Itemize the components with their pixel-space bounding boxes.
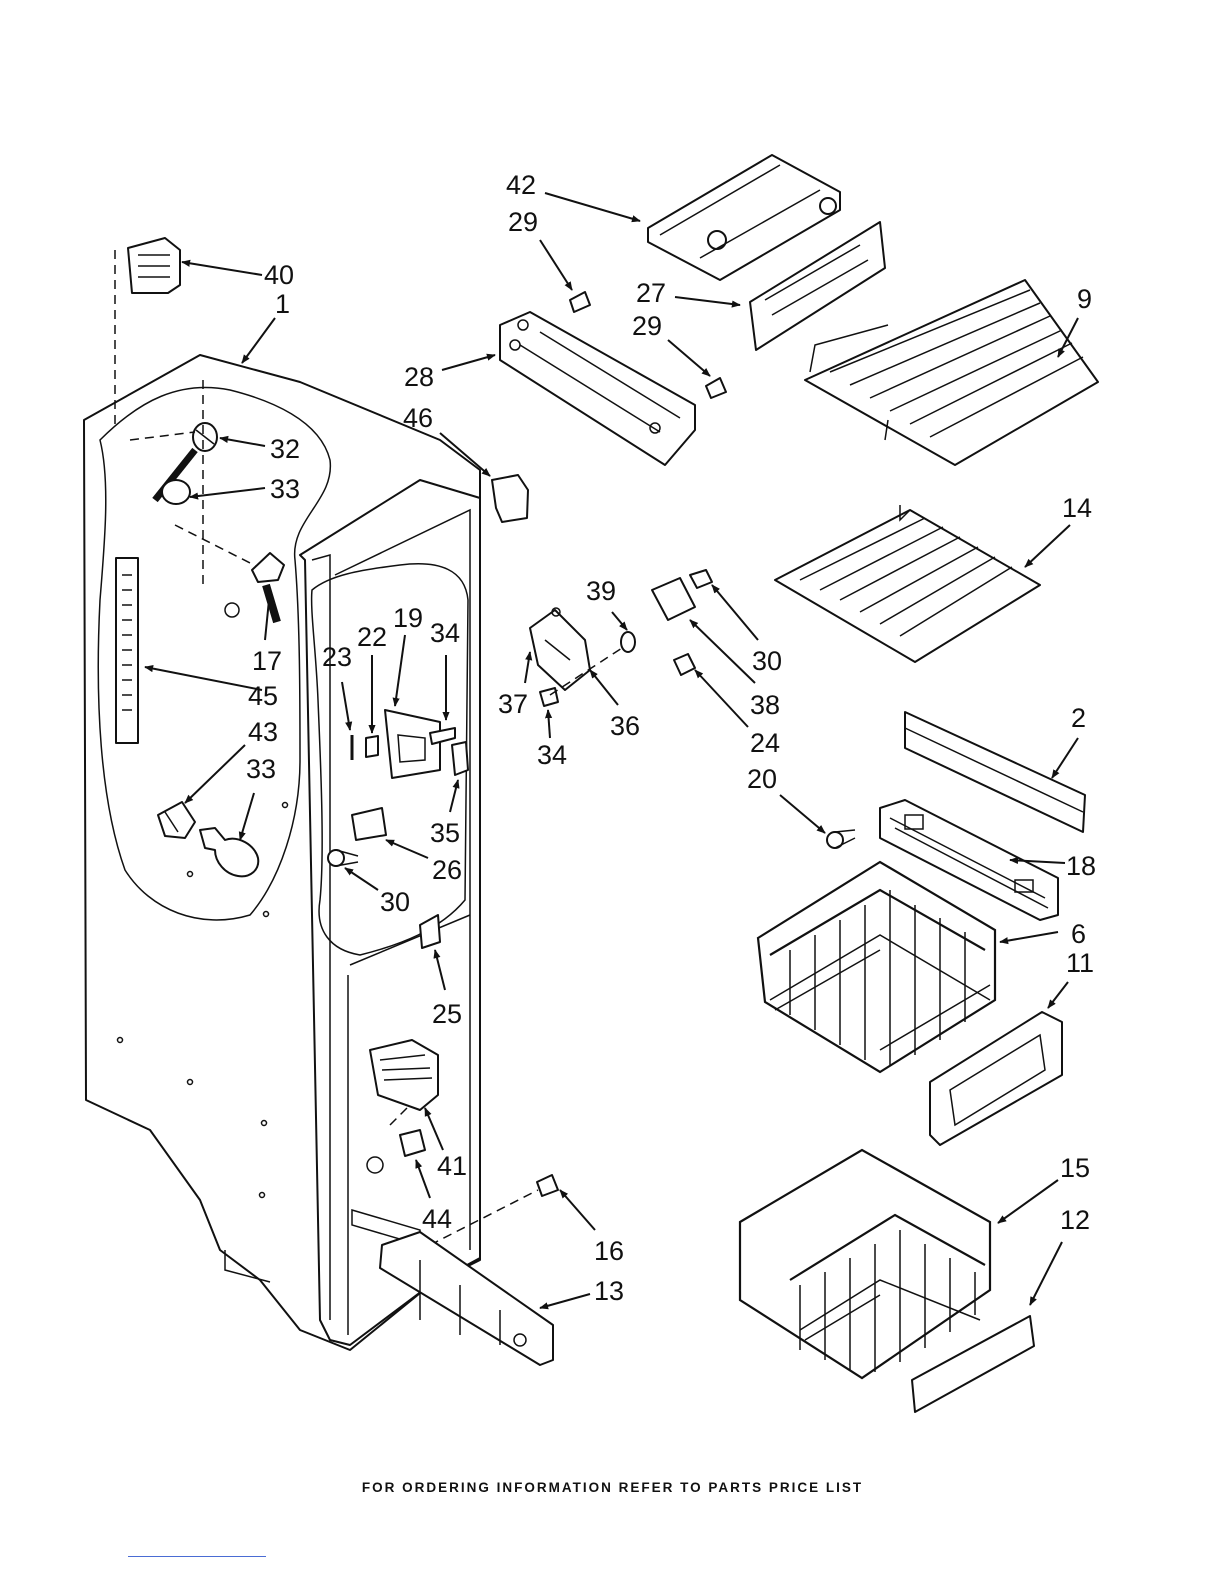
leader-29a: [540, 240, 572, 290]
callout-33: 33: [270, 474, 300, 504]
callout-30: 30: [380, 887, 410, 917]
callout-13: 13: [594, 1276, 624, 1306]
leader-1: [242, 318, 275, 363]
leader-42: [545, 193, 640, 221]
callout-40: 40: [264, 260, 294, 290]
callout-15: 15: [1060, 1153, 1090, 1183]
callout-19: 19: [393, 603, 423, 633]
screw-29-right: [706, 378, 726, 398]
callout-14: 14: [1062, 493, 1092, 523]
callout-24: 24: [750, 728, 780, 758]
callout-17: 17: [252, 646, 282, 676]
callout-37: 37: [498, 689, 528, 719]
leader-16: [560, 1190, 595, 1230]
bracket-46: [492, 475, 528, 522]
shelf-14: [775, 505, 1040, 662]
callout-1: 1: [275, 289, 290, 319]
callout-39: 39: [586, 576, 616, 606]
grommet-24: [674, 654, 695, 675]
callout-28: 28: [404, 362, 434, 392]
shelf-support-28: [500, 312, 695, 465]
slide-rail-18: [880, 800, 1058, 920]
callout-20: 20: [747, 764, 777, 794]
callout-36: 36: [610, 711, 640, 741]
leader-39: [612, 612, 627, 630]
ordering-info-footer: FOR ORDERING INFORMATION REFER TO PARTS …: [0, 1480, 1225, 1495]
callout-25: 25: [432, 999, 462, 1029]
screw-20: [827, 830, 855, 848]
callout-44: 44: [422, 1204, 452, 1234]
callout-16: 16: [594, 1236, 624, 1266]
basket-front-11: [930, 1012, 1062, 1145]
callout-6: 6: [1071, 919, 1086, 949]
basket-15: [740, 1150, 990, 1378]
callout-41: 41: [437, 1151, 467, 1181]
bottom-link-underline[interactable]: [128, 1556, 266, 1557]
control-plate-36: [530, 608, 590, 690]
callout-9: 9: [1077, 284, 1092, 314]
callout-30: 30: [752, 646, 782, 676]
callout-35: 35: [430, 818, 460, 848]
leader-37: [525, 652, 530, 683]
leader-2: [1052, 738, 1078, 778]
callout-23: 23: [322, 642, 352, 672]
screw-29-top: [570, 292, 590, 312]
callout-26: 26: [432, 855, 462, 885]
callout-34: 34: [430, 618, 460, 648]
screw-16: [537, 1175, 558, 1196]
leader-6: [1000, 932, 1058, 942]
callout-34: 34: [537, 740, 567, 770]
screw-30-right: [690, 570, 712, 588]
screw-44: [400, 1130, 425, 1156]
leader-12: [1030, 1242, 1062, 1305]
callout-29: 29: [508, 207, 538, 237]
basket-6: [758, 862, 995, 1072]
callout-27: 27: [636, 278, 666, 308]
callout-32: 32: [270, 434, 300, 464]
leader-14: [1025, 525, 1070, 567]
callout-46: 46: [403, 403, 433, 433]
leader-24: [695, 670, 748, 727]
lamp-socket-32: [193, 423, 217, 451]
callout-29: 29: [632, 311, 662, 341]
leader-38: [690, 620, 755, 683]
light-switch-40: [128, 238, 180, 293]
hinge-cover-42: [648, 155, 840, 280]
callout-12: 12: [1060, 1205, 1090, 1235]
leader-36: [590, 670, 618, 705]
leader-20: [780, 795, 825, 833]
leader-11: [1048, 982, 1068, 1008]
leader-13: [540, 1294, 590, 1308]
shelf-support-45: [116, 558, 138, 743]
callout-33: 33: [246, 754, 276, 784]
callout-2: 2: [1071, 703, 1086, 733]
leader-29b: [668, 340, 710, 376]
callout-45: 45: [248, 681, 278, 711]
callout-18: 18: [1066, 851, 1096, 881]
callout-38: 38: [750, 690, 780, 720]
callout-43: 43: [248, 717, 278, 747]
shelf-9: [805, 280, 1098, 465]
control-board-26: [352, 808, 386, 840]
cabinet-liner: [84, 355, 480, 1350]
leader-15: [998, 1180, 1058, 1223]
callout-42: 42: [506, 170, 536, 200]
callout-11: 11: [1066, 948, 1094, 978]
leader-27: [675, 297, 740, 305]
clip-22: [366, 736, 378, 757]
leader-34b: [548, 710, 550, 738]
leader-28: [442, 355, 495, 370]
callout-22: 22: [357, 622, 387, 652]
leader-30b: [712, 585, 758, 640]
leader-40: [182, 262, 262, 275]
bracket-35: [452, 742, 468, 775]
knob-39: [621, 632, 635, 652]
control-board-38: [652, 578, 695, 620]
